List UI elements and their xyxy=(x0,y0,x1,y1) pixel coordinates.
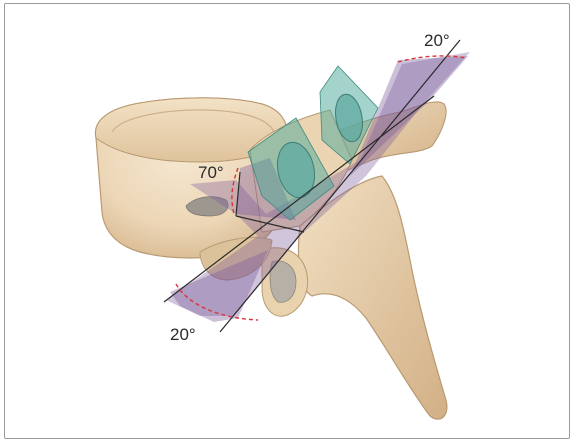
angle-label-bottom-left: 20° xyxy=(170,325,196,344)
angle-label-top-right: 20° xyxy=(424,31,450,50)
angle-label-left: 70° xyxy=(198,163,224,182)
